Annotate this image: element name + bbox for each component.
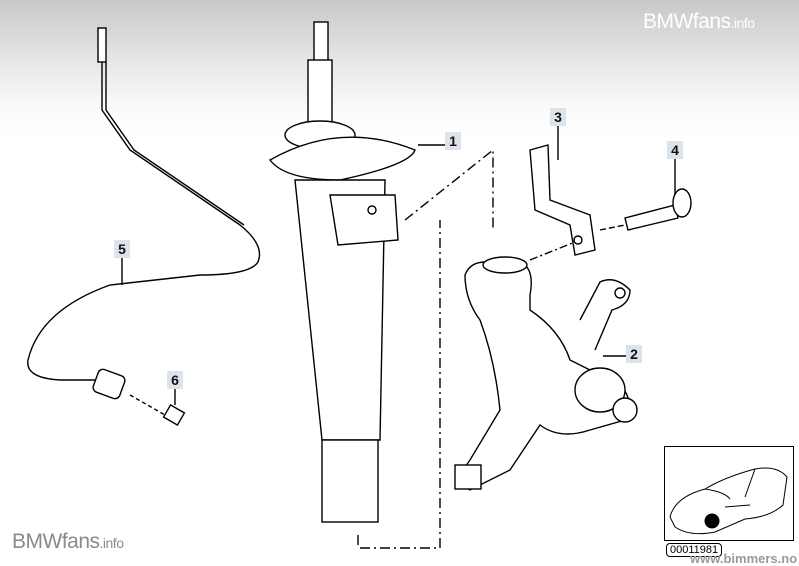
watermark-bottom: BMWfans.info	[12, 530, 124, 554]
screw-6	[129, 394, 186, 427]
site-watermark: www.bimmers.no	[690, 551, 798, 566]
part-label-2[interactable]: 2	[626, 345, 642, 363]
assembly-line	[357, 148, 494, 549]
bolt-4	[624, 188, 692, 231]
bracket	[529, 144, 596, 256]
part-label-5[interactable]: 5	[114, 240, 130, 258]
part-label-1[interactable]: 1	[445, 132, 461, 150]
diagram-code: 00011981	[666, 543, 723, 557]
watermark-brand: BMWfans	[643, 10, 731, 33]
part-label-6[interactable]: 6	[167, 371, 183, 389]
watermark-suffix: .info	[99, 535, 124, 551]
watermark-suffix: .info	[730, 15, 755, 31]
steering-knuckle	[454, 256, 638, 491]
watermark-brand: BMWfans	[12, 530, 100, 553]
location-marker	[704, 513, 720, 529]
part-label-3[interactable]: 3	[550, 108, 566, 126]
spring-strut	[268, 21, 416, 523]
vehicle-location-inset	[664, 446, 794, 541]
car-outline-icon	[669, 467, 788, 535]
part-label-4[interactable]: 4	[667, 141, 683, 159]
watermark-top: BMWfans.info	[643, 10, 755, 34]
abs-sensor-cable	[27, 27, 261, 400]
